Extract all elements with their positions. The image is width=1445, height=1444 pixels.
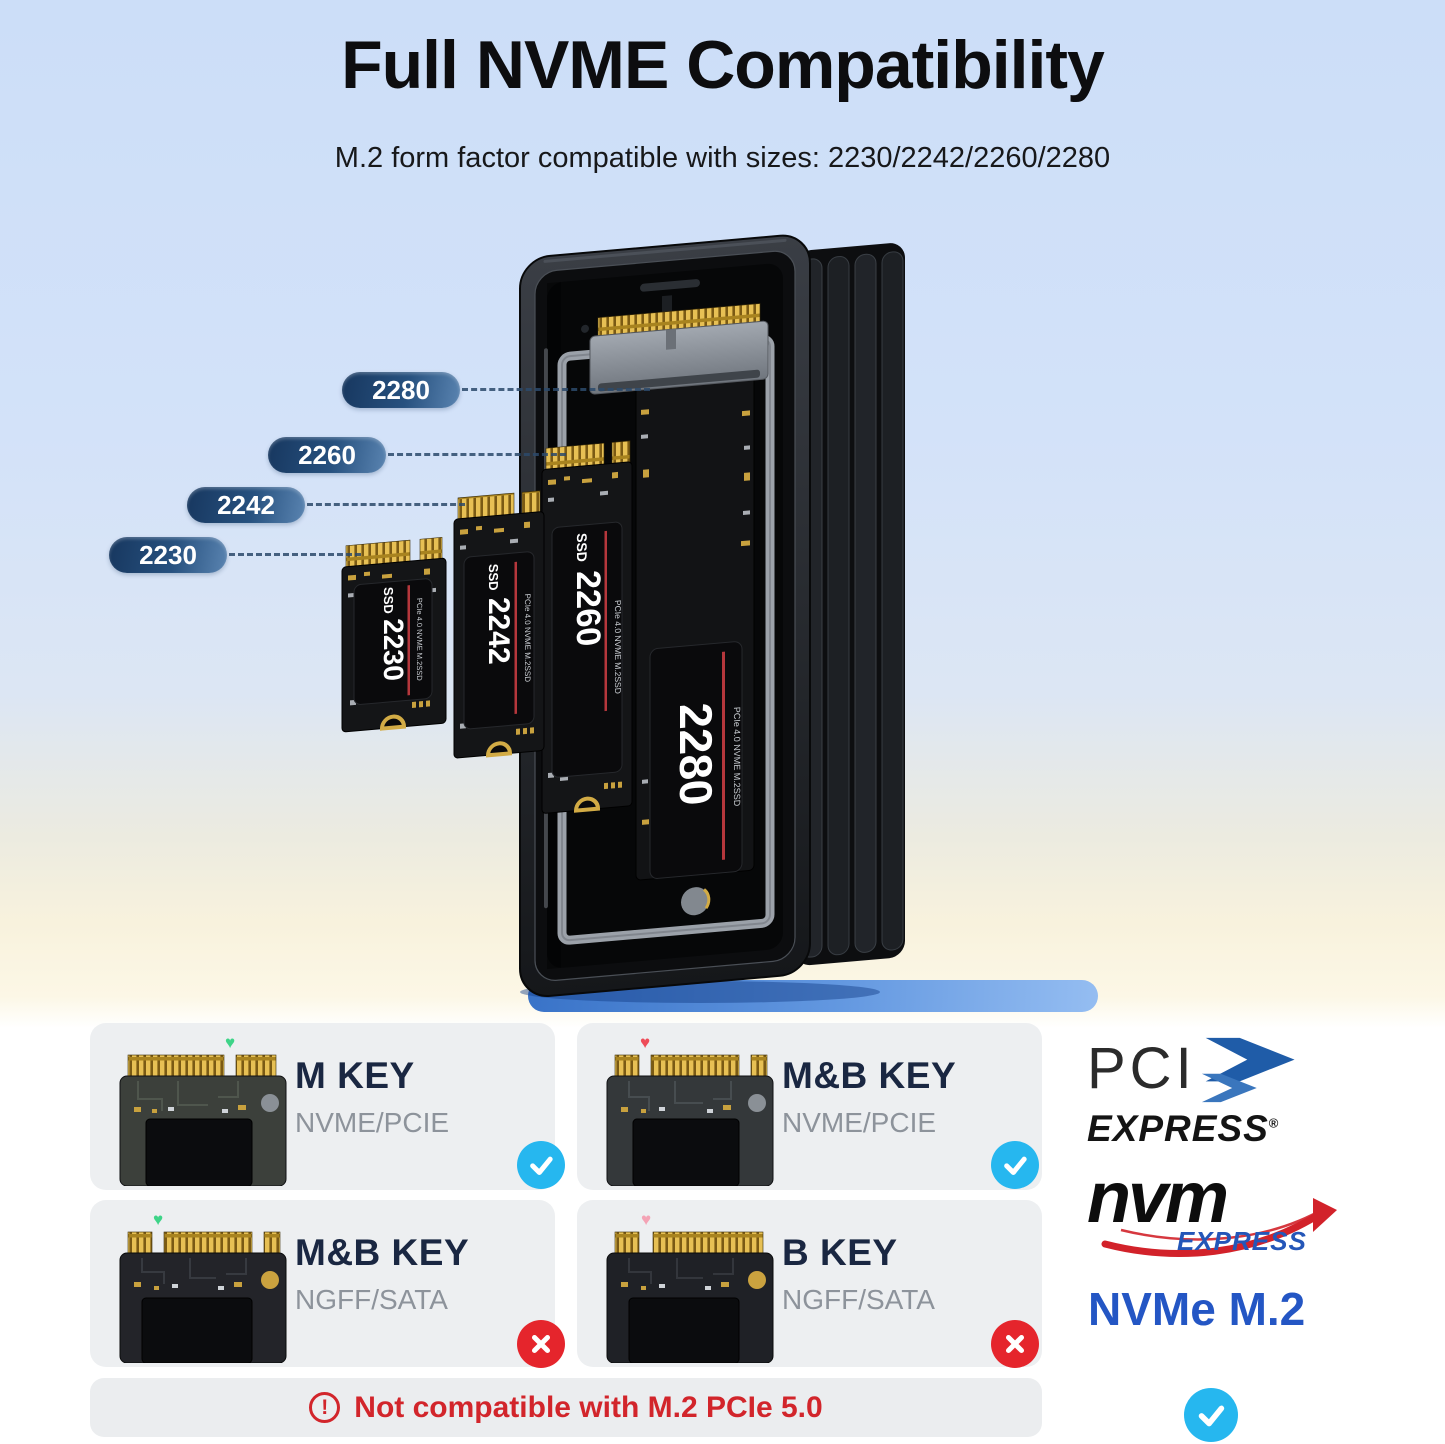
size-pill-2280: 2280: [342, 372, 460, 408]
pci-express-logo: PCI EXPRESS®: [1087, 1030, 1304, 1150]
key-card-subtitle: NVME/PCIE: [782, 1107, 937, 1138]
key-card-title: M&B KEY: [295, 1232, 470, 1273]
ssd-2242-label: 2242: [482, 596, 515, 666]
ssd-2280-label: 2280: [670, 701, 722, 808]
heatsink-fins: [795, 243, 905, 966]
ssd-2230-label: 2230: [378, 617, 409, 682]
warning-banner: ! Not compatible with M.2 PCIe 5.0: [90, 1378, 1042, 1437]
size-pill-2260-label: 2260: [298, 439, 356, 470]
pci-arrow-icon: [1201, 1037, 1295, 1103]
size-pill-2242: 2242: [187, 487, 305, 523]
key-marker-icon: ♥: [640, 1033, 650, 1052]
mb-key-ssd-thumbnail: ♥: [606, 1033, 774, 1186]
key-marker-icon: ♥: [153, 1210, 163, 1229]
ssd-2242-spec: PCIe 4.0 NVME M.2SSD: [523, 593, 532, 682]
ssd-2230: SSD 2230 PCIe 4.0 NVME M.2SSD: [341, 537, 447, 733]
check-icon: [1198, 1405, 1225, 1427]
ssd-2230-spec: PCIe 4.0 NVME M.2SSD: [415, 598, 424, 682]
ssd-2260-spec: PCIe 4.0 NVME M.2SSD: [613, 600, 623, 695]
page-subtitle: M.2 form factor compatible with sizes: 2…: [334, 142, 1111, 174]
key-card-b-key: ♥ B KEY NGFF/SATA: [577, 1200, 1042, 1367]
cross-icon: [531, 1334, 551, 1354]
size-pill-2230: 2230: [109, 537, 227, 573]
check-icon: [530, 1156, 553, 1175]
ssd-2260-label: 2260: [569, 569, 607, 648]
cross-icon: [1005, 1334, 1025, 1354]
pci-logo-text: PCI: [1087, 1035, 1196, 1101]
m-key-ssd-thumbnail: ♥: [119, 1033, 287, 1186]
callout-line-2260: [388, 453, 566, 456]
compatible-check-badge: [517, 1141, 565, 1189]
incompatible-cross-badge: [517, 1320, 565, 1368]
key-card-m-key: ♥ M KEY NVME/PCIE: [90, 1023, 555, 1190]
nvm-express-text: EXPRESS: [1177, 1226, 1307, 1256]
pci-express-text: EXPRESS: [1087, 1108, 1269, 1149]
warning-icon: !: [309, 1392, 341, 1423]
ssd-2260: SSD 2260 PCIe 4.0 NVME M.2SSD: [541, 440, 633, 814]
size-pill-2280-label: 2280: [372, 374, 430, 405]
incompatible-cross-badge: [991, 1320, 1039, 1368]
size-pill-2260: 2260: [268, 437, 386, 473]
b-key-ssd-thumbnail: ♥: [606, 1210, 774, 1363]
key-card-title: B KEY: [782, 1232, 898, 1273]
page-title: Full NVME Compatibility: [341, 27, 1105, 103]
mb-key-sata-ssd-thumbnail: ♥: [119, 1210, 287, 1363]
callout-line-2230: [229, 553, 361, 556]
registered-mark: ®: [1268, 1115, 1280, 1131]
ssd-2260-brand: SSD: [574, 532, 590, 562]
ssd-2242: SSD 2242 PCIe 4.0 NVME M.2SSD: [453, 490, 545, 759]
ssd-2280: 2280 PCIe 4.0 NVME M.2SSD: [635, 369, 755, 916]
size-pill-2242-label: 2242: [217, 489, 275, 520]
key-card-subtitle: NGFF/SATA: [782, 1284, 935, 1315]
key-card-title: M&B KEY: [782, 1055, 957, 1096]
ssd-2242-brand: SSD: [486, 563, 501, 591]
key-marker-icon: ♥: [641, 1210, 651, 1229]
nvm-swoosh-arrow: [1313, 1198, 1337, 1232]
nvm-swoosh: [1101, 1208, 1327, 1257]
key-card-mb-key-nvme: ♥ M&B KEY NVME/PCIE: [577, 1023, 1042, 1190]
nvm-logo-text: nvm: [1087, 1178, 1227, 1238]
key-marker-icon: ♥: [225, 1033, 235, 1052]
callout-line-2280: [462, 388, 650, 391]
key-card-title: M KEY: [295, 1055, 415, 1096]
key-card-mb-key-ngff: ♥ M&B KEY NGFF/SATA: [90, 1200, 555, 1367]
compatible-check-badge: [991, 1141, 1039, 1189]
ssd-2280-spec: PCIe 4.0 NVME M.2SSD: [732, 706, 742, 807]
warning-text: Not compatible with M.2 PCIe 5.0: [354, 1390, 823, 1424]
nvme-m2-label: NVMe M.2: [1088, 1283, 1306, 1335]
ssd-2230-brand: SSD: [381, 586, 396, 614]
nvme-compatible-check-badge: [1184, 1388, 1238, 1442]
size-pill-2230-label: 2230: [139, 539, 197, 570]
key-card-subtitle: NVME/PCIE: [295, 1107, 450, 1138]
callout-line-2242: [307, 503, 465, 506]
key-card-subtitle: NGFF/SATA: [295, 1284, 448, 1315]
nvm-express-logo: nvm EXPRESS: [1087, 1178, 1337, 1257]
enclosure-illustration: 2280 PCIe 4.0 NVME M.2SSD: [341, 234, 1098, 1012]
check-icon: [1004, 1156, 1027, 1175]
m2-connector: [589, 303, 769, 395]
